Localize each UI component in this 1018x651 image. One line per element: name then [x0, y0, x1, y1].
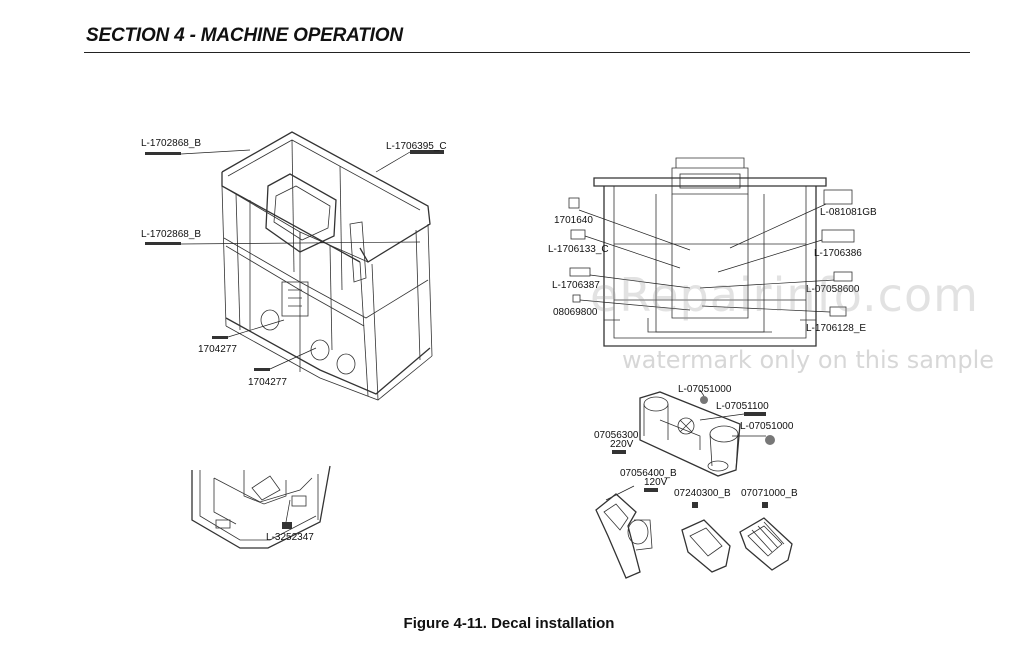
label-1704277-b: 1704277	[248, 377, 287, 388]
label-l07051100: L-07051100	[716, 401, 769, 412]
platform-basket-drawing: L-1702868_B L-1706395_C L-1702868_B 1704…	[141, 131, 447, 401]
label-1701640: 1701640	[554, 215, 593, 226]
label-l1706395: L-1706395_C	[386, 141, 447, 152]
label-l1706133: L-1706133_C	[548, 244, 609, 255]
label-1704277-a: 1704277	[198, 344, 237, 355]
label-l07051000-b: L-07051000	[740, 421, 794, 432]
label-l1706128: L-1706128_E	[806, 323, 866, 334]
floor-detail-drawing: L-3252347	[191, 465, 331, 549]
rotator-drawing: L-07051000 L-07051100 L-07051000 0705630…	[594, 384, 798, 579]
label-l1706386: L-1706386	[814, 248, 862, 259]
label-07056300: 07056300	[594, 430, 639, 441]
figure-caption: Figure 4-11. Decal installation	[403, 615, 615, 632]
label-l081081gb: L-081081GB	[820, 207, 877, 218]
label-120v: 120V	[644, 477, 668, 488]
label-07240300: 07240300_B	[674, 488, 731, 499]
section-title: SECTION 4 - MACHINE OPERATION	[86, 25, 403, 46]
label-220v: 220V	[610, 439, 634, 450]
watermark-note: watermark only on this sample	[622, 346, 995, 374]
label-07071000: 07071000_B	[741, 488, 798, 499]
label-l3252347: L-3252347	[266, 532, 314, 543]
label-l07051000-a: L-07051000	[678, 384, 732, 395]
watermark-site: eRepairinfo.com	[590, 268, 979, 322]
label-l1702868-top: L-1702868_B	[141, 138, 201, 149]
console-front-drawing: 1701640 L-1706133_C L-1706387 08069800 L…	[548, 157, 877, 347]
label-07056400: 07056400_B	[620, 468, 677, 479]
header-rule	[84, 52, 970, 53]
label-l1702868-mid: L-1702868_B	[141, 229, 201, 240]
label-l07058600: L-07058600	[806, 284, 860, 295]
label-l1706387: L-1706387	[552, 280, 600, 291]
label-08069800: 08069800	[553, 307, 598, 318]
